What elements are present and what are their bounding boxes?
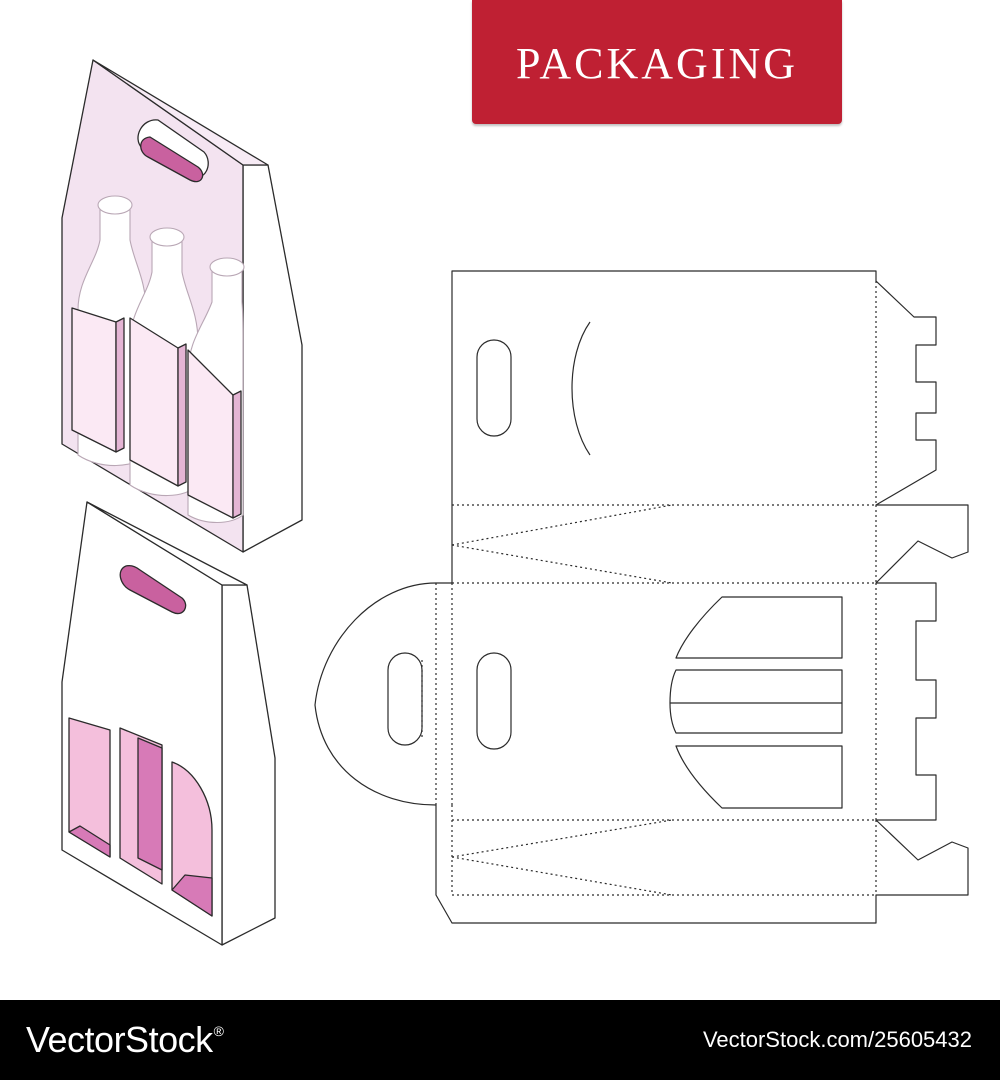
dieline-window-2	[669, 669, 843, 734]
brand-name: VectorStock	[26, 1019, 213, 1060]
bottle-cap-1	[97, 195, 133, 215]
box2-side-face	[221, 584, 276, 946]
die-cut-template	[314, 270, 969, 924]
dieline-handle-hole-3	[387, 652, 423, 746]
window-3-floor	[171, 874, 213, 917]
curved-crease	[571, 321, 591, 456]
dieline-window-3	[675, 745, 843, 809]
packaging-banner: PACKAGING	[472, 0, 842, 124]
window-2-inner	[137, 737, 163, 871]
registered-mark: ®	[213, 1023, 224, 1039]
divider-panels	[71, 307, 234, 519]
dieline-handle-hole-2	[476, 652, 512, 750]
bottle-carrier-box-bottom	[61, 501, 276, 946]
divider-panel-2	[129, 317, 179, 487]
bottle-carrier-box-top	[61, 59, 303, 553]
handle-inner	[140, 136, 204, 183]
bottle-cap-3	[209, 257, 245, 277]
box2-handle-cutout	[119, 564, 187, 615]
box-top-slope	[92, 59, 269, 166]
dieline-handle-hole-1	[476, 339, 512, 437]
box2-top-slope	[86, 501, 248, 586]
footer-bar: VectorStock® VectorStock.com/25605432	[0, 1000, 1000, 1080]
template-outline	[314, 270, 969, 924]
box2-windows	[68, 717, 213, 917]
dieline-window-1	[675, 596, 843, 659]
divider-panel-1	[71, 307, 117, 453]
divider-edge-1	[115, 317, 125, 453]
box-side-face	[242, 164, 303, 553]
divider-edge-2	[177, 343, 187, 487]
image-id-text: VectorStock.com/25605432	[702, 1027, 972, 1052]
fold-lines	[421, 281, 877, 896]
window-1-floor	[68, 825, 111, 858]
banner-title: PACKAGING	[515, 38, 799, 88]
divider-edge-3	[232, 390, 242, 519]
packaging-illustration	[61, 59, 969, 946]
bottle-cap-2	[149, 227, 185, 247]
divider-edges	[115, 317, 242, 519]
brand-wordmark: VectorStock®	[26, 1019, 224, 1061]
